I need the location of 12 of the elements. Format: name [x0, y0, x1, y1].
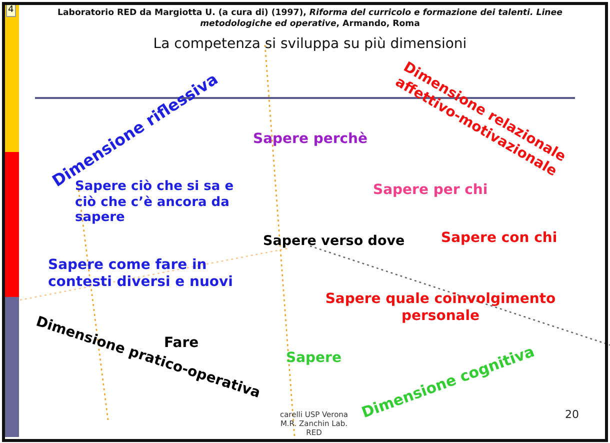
knowledge-label: Sapere	[286, 350, 342, 367]
citation: Laboratorio RED da Margiotta U. (a cura di) (1997), Riforma del curricolo e formazione dei talenti. Linee metodologiche ed operative, Armando, Roma	[56, 8, 564, 30]
knowledge-label: Fare	[164, 335, 199, 351]
page-number: 20	[565, 408, 579, 422]
knowledge-label: Sapere perchè	[253, 131, 368, 148]
title: La competenza si sviluppa su più dimensioni	[152, 36, 468, 52]
knowledge-label: Sapere come fare in contesti diversi e nuovi	[48, 257, 234, 291]
knowledge-label: Sapere verso dove	[263, 233, 405, 250]
knowledge-label: Sapere con chi	[441, 230, 558, 247]
knowledge-label: Sapere per chi	[373, 182, 488, 199]
slide-number: 4	[6, 4, 16, 17]
knowledge-label: Sapere quale coinvolgimento personale	[324, 291, 557, 325]
